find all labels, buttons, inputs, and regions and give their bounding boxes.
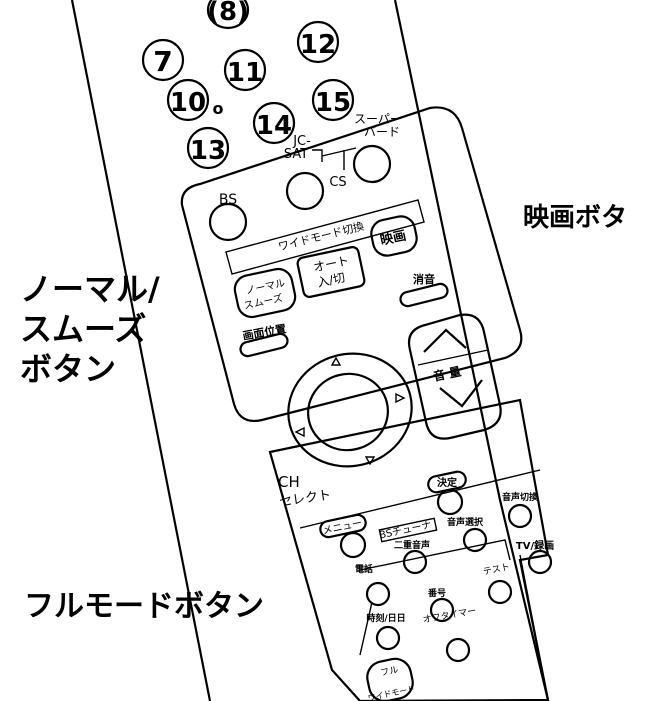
bilingual-button[interactable] — [402, 549, 428, 575]
ch-label: CH — [278, 473, 300, 491]
number-label: 7 — [153, 45, 172, 78]
volume-up-icon — [423, 328, 467, 353]
news-date-label: 時刻/日日 — [366, 612, 405, 624]
lower-panel — [268, 398, 550, 701]
number-buttons: (8) 7 11 12 10 o 15 14 13 — [141, 0, 355, 170]
number-button-15[interactable]: 15 — [311, 78, 355, 122]
left-arrow-icon — [294, 426, 305, 438]
wide-mode-label: ワイドモード切換 — [277, 220, 366, 254]
satellite-buttons: JC- SAT スーパー バード CS BS — [208, 112, 402, 242]
full-label: フル — [380, 665, 400, 679]
number-small-label: 番号 — [427, 587, 446, 599]
full-mode-callout: フルモードボタン — [24, 589, 264, 624]
movie-label: 映画 — [379, 228, 408, 249]
select-label: セレクト — [278, 488, 332, 510]
movie-button[interactable]: 映画 — [369, 214, 420, 258]
number-label: (8) — [207, 0, 249, 27]
phone-button[interactable] — [365, 581, 391, 607]
number-button-10[interactable]: 10 o — [166, 78, 224, 122]
number-label: 12 — [300, 30, 336, 60]
test-button[interactable] — [487, 579, 513, 605]
test-label: テスト — [482, 561, 511, 577]
normal-smooth-button[interactable]: ノーマル スムーズ — [232, 266, 297, 319]
tv-video-label: TV/録画 — [516, 539, 554, 552]
audio-switch-button[interactable] — [507, 503, 533, 529]
right-arrow-icon — [395, 392, 406, 404]
up-arrow-icon — [330, 356, 342, 366]
number-button-7[interactable]: 7 — [141, 38, 185, 82]
volume-down-icon — [439, 379, 483, 408]
number-button-12[interactable]: 12 — [296, 20, 340, 64]
tv-video-button[interactable] — [527, 549, 553, 575]
number-label: 14 — [256, 111, 292, 141]
super-bird-label-2: バード — [364, 125, 400, 139]
number-button-13[interactable]: 13 — [186, 126, 230, 170]
number-label: 13 — [190, 136, 226, 166]
cs-label: CS — [329, 175, 346, 190]
super-bird-label: スーパー — [354, 112, 402, 126]
number-label: 11 — [227, 58, 263, 88]
audio-select-button[interactable] — [462, 527, 488, 553]
mute-label: 消音 — [413, 272, 435, 286]
menu-button[interactable] — [339, 531, 367, 559]
direction-pad[interactable] — [276, 341, 423, 480]
auto-label: オート — [312, 253, 350, 274]
phone-label: 電話 — [355, 563, 373, 575]
superbird-button[interactable] — [352, 144, 392, 184]
volume-label: 音 量 — [432, 363, 463, 384]
news-date-button[interactable] — [375, 625, 401, 651]
normal-smooth-callout-line1: ノーマル/ — [20, 270, 160, 308]
number-button-8[interactable]: (8) — [206, 0, 250, 30]
auto-onoff-label: 入/切 — [316, 270, 346, 290]
number-label: 15 — [315, 88, 351, 118]
number-button-11[interactable]: 11 — [223, 48, 267, 92]
number-button[interactable] — [429, 597, 455, 623]
screen-position-button[interactable] — [239, 332, 289, 358]
jcsat-label-2: SAT — [284, 147, 308, 162]
bilingual-label: 二重音声 — [394, 539, 430, 551]
jcsat-label: JC- — [292, 134, 311, 149]
number-button-14[interactable]: 14 — [252, 101, 296, 145]
number-suffix: o — [213, 99, 224, 118]
off-timer-button[interactable] — [445, 637, 471, 663]
movie-button-callout: 映画ボタ — [523, 203, 627, 233]
mute-button[interactable] — [399, 282, 449, 308]
wide-mode-strip — [225, 199, 425, 275]
upper-panel — [180, 106, 523, 422]
jcsat-button[interactable] — [285, 171, 325, 211]
bs-tuner-label: BSチューナ — [378, 519, 432, 542]
screen-position-label: 画面位置 — [241, 321, 287, 342]
audio-select-label: 音声選択 — [447, 516, 484, 528]
down-arrow-icon — [364, 456, 376, 466]
volume-rocker[interactable]: 音 量 — [407, 313, 502, 440]
normal-smooth-callout-line3: ボタン — [20, 350, 116, 388]
audio-switch-label: 音声切換 — [502, 491, 539, 503]
decide-button[interactable] — [436, 488, 464, 516]
wide-mode-small-label: ワイドモード — [367, 684, 416, 701]
number-label: 10 — [170, 88, 206, 118]
decide-label: 決定 — [437, 476, 457, 489]
bs-button[interactable] — [208, 202, 248, 242]
normal-smooth-callout-line2: スムーズ — [20, 310, 146, 348]
full-mode-button[interactable]: フル ワイドモード — [364, 656, 416, 701]
